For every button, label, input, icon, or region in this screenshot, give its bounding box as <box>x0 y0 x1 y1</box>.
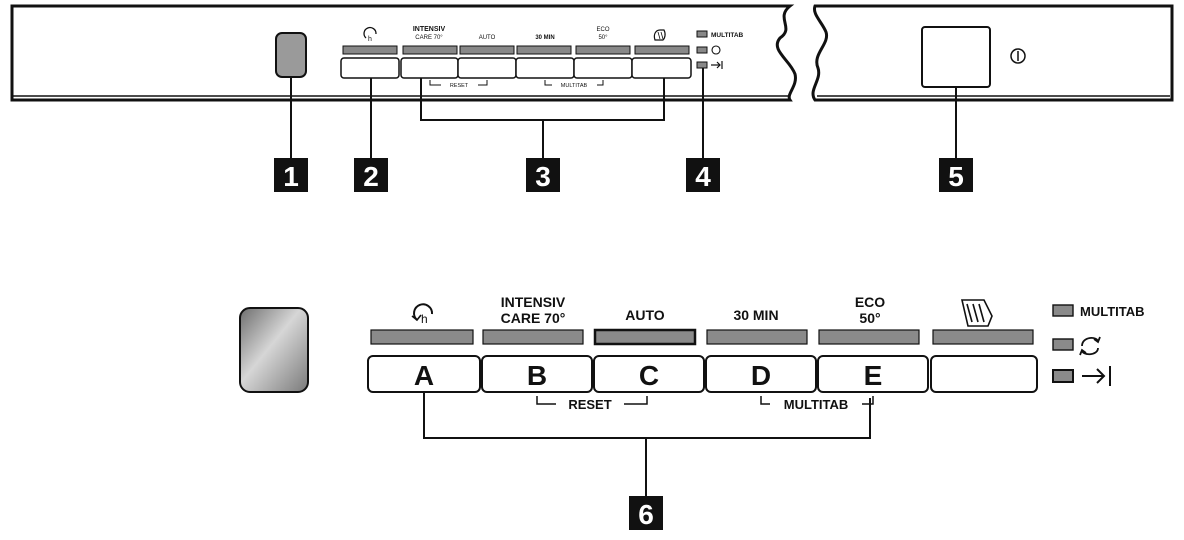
top-delay-icon: h <box>363 26 377 43</box>
program-knob-small[interactable] <box>275 32 307 78</box>
bottom-indicator-bars <box>370 328 1034 346</box>
callout-5: 5 <box>939 158 973 192</box>
top-multitab-bracket <box>544 80 604 86</box>
bottom-label-multitab-bracket: MULTITAB <box>784 397 849 412</box>
bottom-rinse-icon <box>960 299 993 327</box>
callout-1-label: 1 <box>283 161 299 192</box>
button-f[interactable] <box>930 355 1038 393</box>
bottom-label-eco50: 50° <box>859 310 880 326</box>
button-c[interactable]: C <box>593 355 705 393</box>
top-end-icon <box>711 61 723 69</box>
top-label-multitab-bracket: MULTITAB <box>561 83 588 89</box>
top-label-intensiv: INTENSIV <box>413 26 446 33</box>
bottom-label-care: CARE 70° <box>501 310 566 326</box>
callout-leader-lines-bottom <box>423 392 871 498</box>
button-d-label: D <box>751 360 771 391</box>
button-b[interactable]: B <box>481 355 593 393</box>
top-rinse-icon <box>653 29 666 41</box>
callout-5-label: 5 <box>948 161 964 192</box>
bottom-label-reset: RESET <box>568 397 611 412</box>
button-c-label: C <box>639 360 659 391</box>
program-knob-large[interactable] <box>239 307 309 393</box>
button-e[interactable]: E <box>817 355 929 393</box>
callout-3: 3 <box>526 158 560 192</box>
button-a-label: A <box>414 360 434 391</box>
top-end-light <box>696 61 708 69</box>
power-button[interactable] <box>921 26 991 88</box>
top-label-multitab: MULTITAB <box>711 32 744 39</box>
callout-4-label: 4 <box>695 161 711 192</box>
top-label-30min: 30 MIN <box>535 35 554 41</box>
svg-text:h: h <box>421 312 428 326</box>
bottom-label-multitab: MULTITAB <box>1080 304 1145 319</box>
callout-6-label: 6 <box>638 499 654 530</box>
top-reset-bracket <box>429 80 488 86</box>
top-salt-light <box>696 46 708 54</box>
top-label-reset: RESET <box>450 83 469 89</box>
callout-2: 2 <box>354 158 388 192</box>
callout-4: 4 <box>686 158 720 192</box>
bottom-multitab-bracket <box>760 396 874 405</box>
svg-text:h: h <box>368 36 372 43</box>
top-label-care: CARE 70° <box>415 35 443 41</box>
callout-2-label: 2 <box>363 161 379 192</box>
bottom-label-30min: 30 MIN <box>733 307 778 323</box>
callout-leader-lines-top <box>290 68 957 160</box>
bottom-end-icon <box>1082 366 1111 386</box>
callout-1: 1 <box>274 158 308 192</box>
bottom-reset-bracket <box>536 396 648 405</box>
bottom-end-light <box>1052 369 1074 383</box>
bottom-salt-light <box>1052 338 1074 351</box>
top-indicator-bars <box>342 45 690 55</box>
bottom-multitab-light <box>1052 304 1074 317</box>
button-e-label: E <box>864 360 883 391</box>
bottom-label-intensiv: INTENSIV <box>501 294 566 310</box>
button-a[interactable]: A <box>367 355 481 393</box>
callout-6: 6 <box>629 496 663 530</box>
power-icon <box>1010 48 1026 64</box>
top-label-auto: AUTO <box>479 35 496 41</box>
callout-3-label: 3 <box>535 161 551 192</box>
bottom-label-auto: AUTO <box>625 307 665 323</box>
top-program-buttons[interactable] <box>340 57 692 79</box>
top-multitab-light <box>696 30 708 38</box>
top-panel-right <box>811 4 1174 102</box>
button-b-label: B <box>527 360 547 391</box>
top-salt-icon <box>711 45 721 55</box>
bottom-salt-icon <box>1079 336 1101 356</box>
bottom-delay-icon: h <box>411 303 434 326</box>
bottom-label-eco: ECO <box>855 294 885 310</box>
button-d[interactable]: D <box>705 355 817 393</box>
top-label-eco50: 50° <box>598 35 608 41</box>
top-label-eco: ECO <box>596 27 609 33</box>
